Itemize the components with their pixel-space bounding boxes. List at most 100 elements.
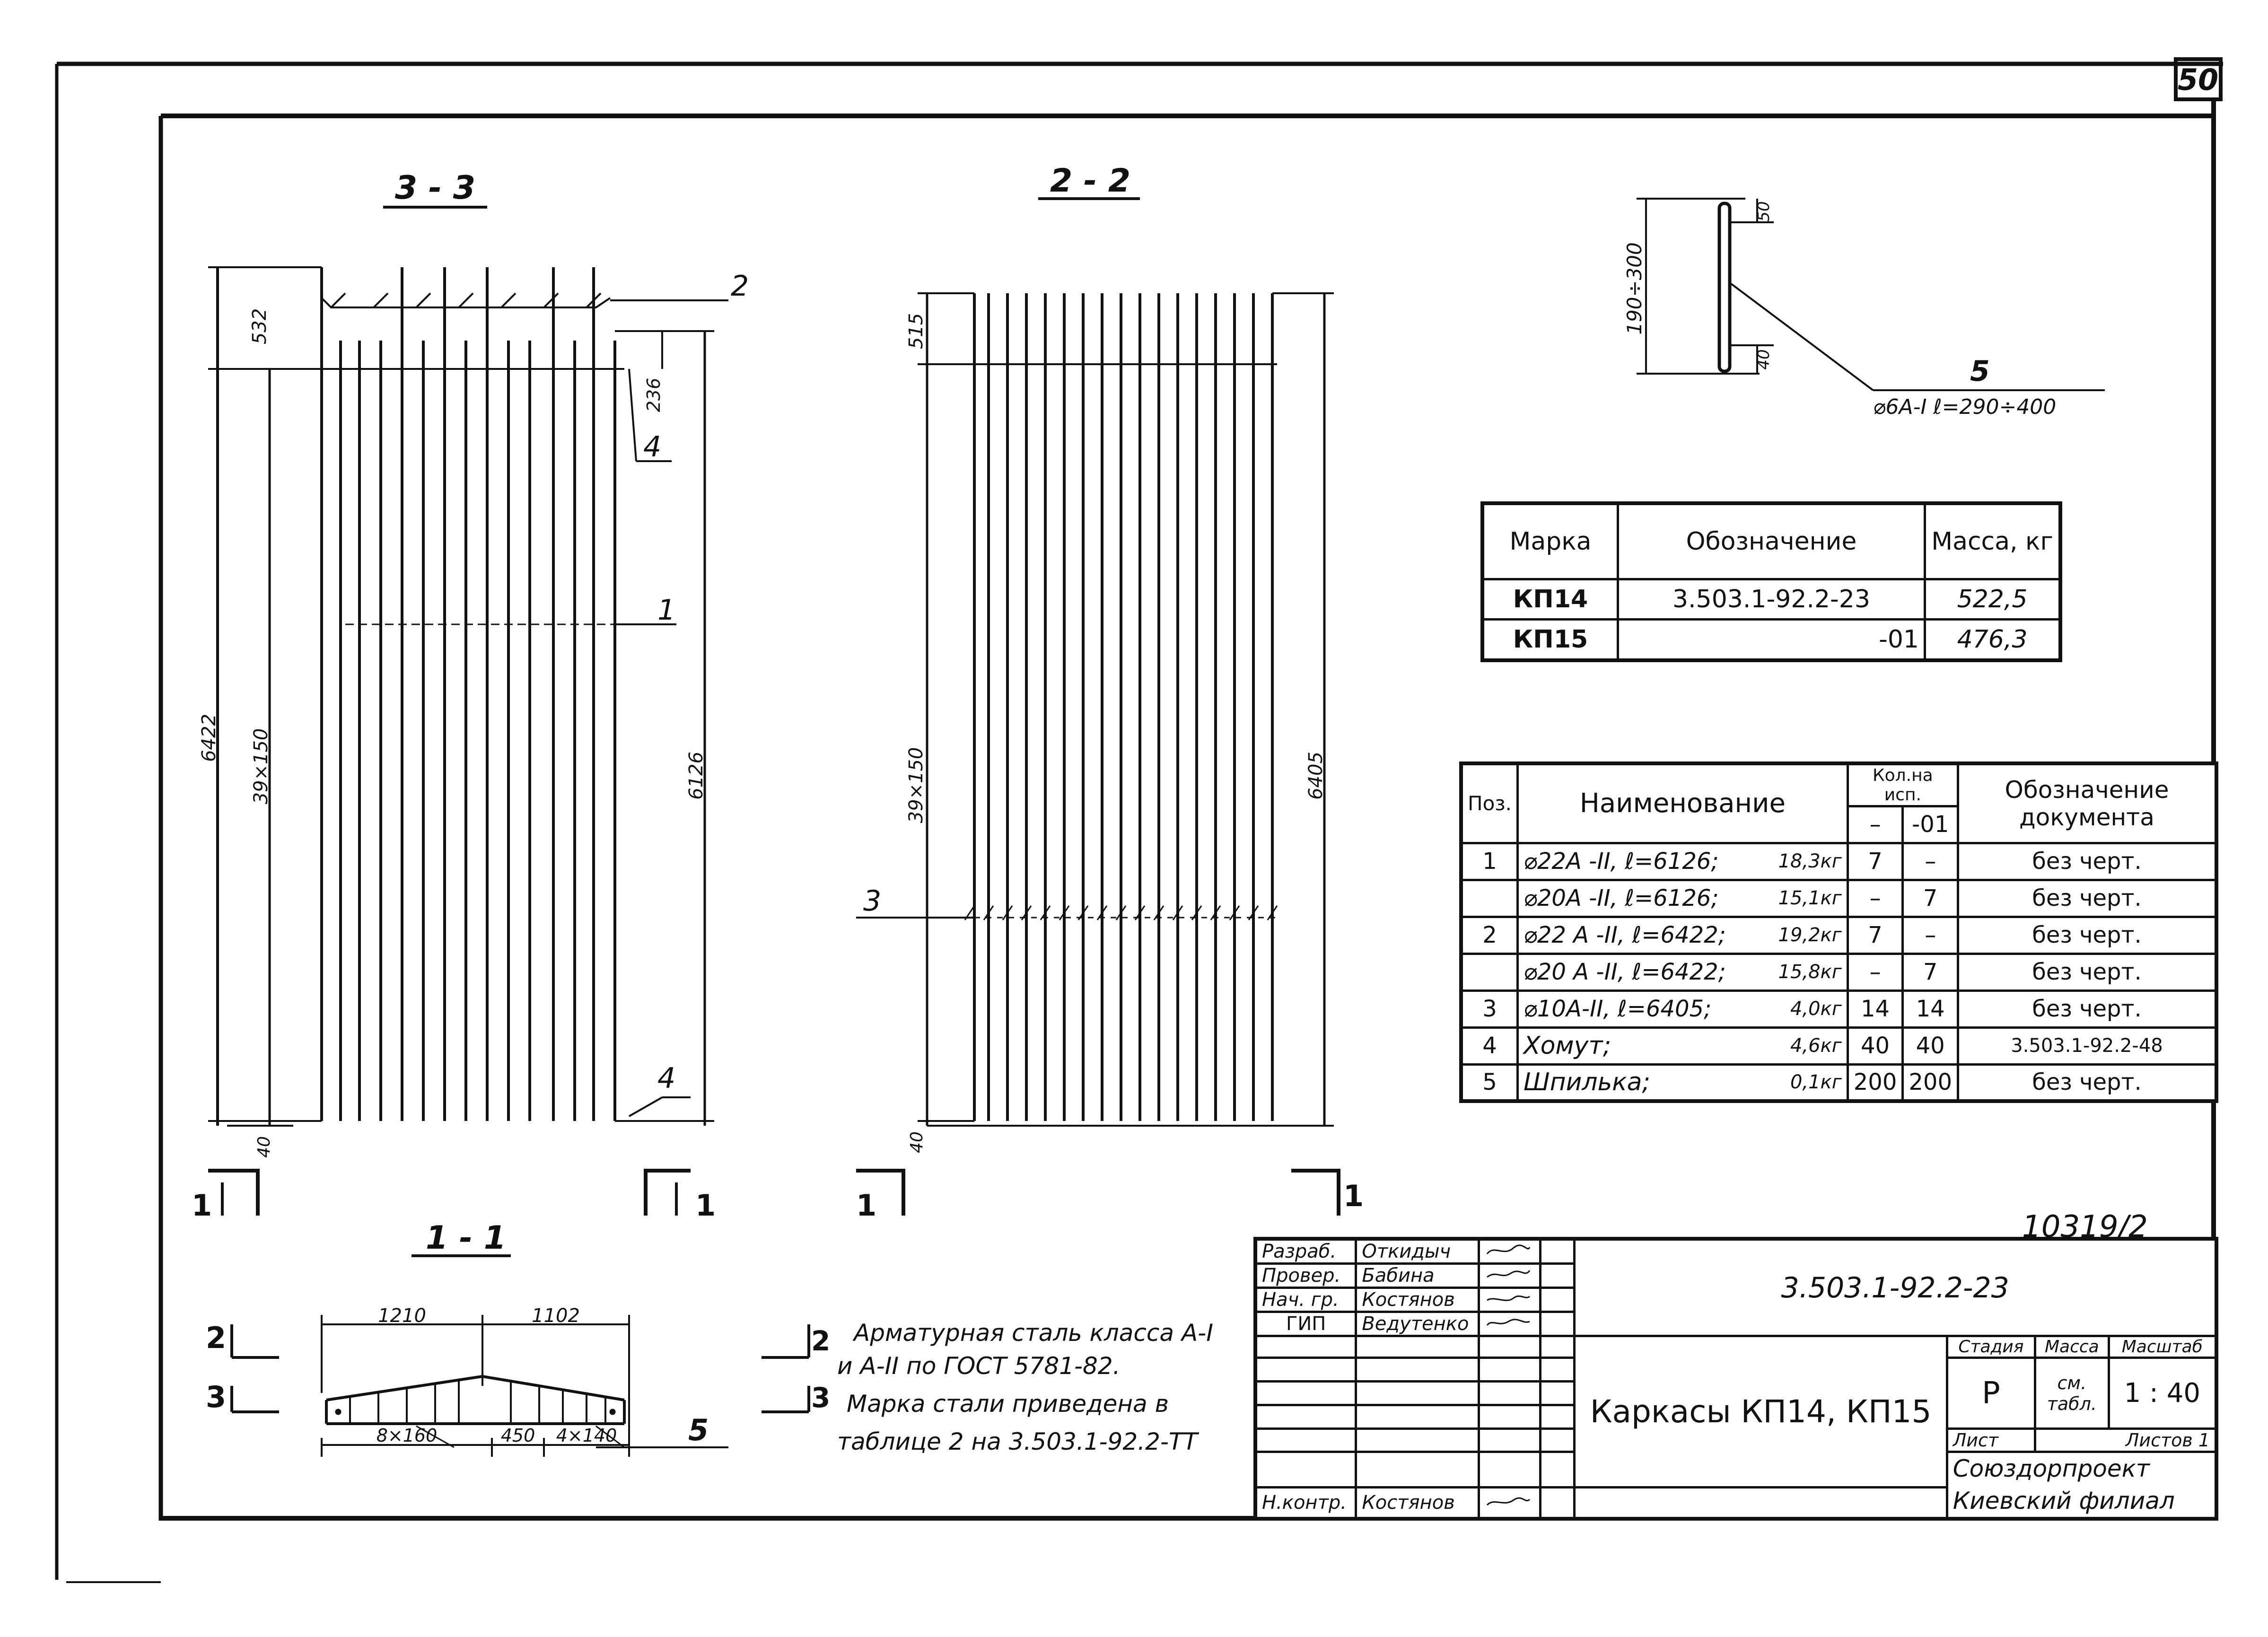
spec-mass: 0,1кг xyxy=(1762,1063,1849,1103)
spec-name: ⌀22 А -II, ℓ=6422; xyxy=(1516,915,1763,955)
dim-40: 40 xyxy=(254,1136,274,1158)
spec-header-qty-b: -01 xyxy=(1901,805,1959,844)
mass-cell: -01 xyxy=(1617,618,1926,662)
pin-spec: ⌀6А-I ℓ=290÷400 xyxy=(1873,395,2056,419)
org-line-2: Киевский филиал xyxy=(1953,1487,2175,1514)
note-2-text2: таблице 2 на 3.503.1-92.2-ТТ xyxy=(837,1428,1199,1455)
table-row: ⌀20А -II, ℓ=6126; 15,1кг – 7 без черт. xyxy=(1460,878,2218,918)
spec-qty-a: 200 xyxy=(1846,1063,1904,1103)
spec-qty-a: 7 xyxy=(1846,841,1904,881)
spec-mass: 19,2кг xyxy=(1762,915,1849,955)
mass-header-designation: Обозначение xyxy=(1617,502,1926,580)
spec-name: Хомут; xyxy=(1516,1026,1763,1066)
dim-40-b: 40 xyxy=(907,1131,927,1153)
role-label: ГИП xyxy=(1254,1311,1357,1337)
spec-doc: без черт. xyxy=(1957,989,2218,1029)
mass-cell: КП14 xyxy=(1481,578,1619,621)
stage-value: Р xyxy=(1945,1357,2037,1430)
signature xyxy=(1478,1486,1541,1520)
spec-name: ⌀20 А -II, ℓ=6422; xyxy=(1516,952,1763,992)
spec-pos: 4 xyxy=(1460,1026,1519,1066)
dim-8x160: 8×160 xyxy=(377,1425,438,1446)
role-name: Костянов xyxy=(1355,1287,1480,1313)
spec-pos: 5 xyxy=(1460,1063,1519,1103)
spec-qty-b: 7 xyxy=(1901,878,1959,918)
dim-450: 450 xyxy=(501,1425,535,1446)
table-row: 5 Шпилька; 0,1кг 200 200 без черт. xyxy=(1460,1063,2218,1103)
signature xyxy=(1478,1287,1541,1313)
spec-qty-b: – xyxy=(1901,915,1959,955)
spec-mass: 15,1кг xyxy=(1762,878,1849,918)
section-2-2 xyxy=(856,292,1334,1127)
mass-cell: КП15 xyxy=(1481,618,1619,662)
pos-label-1: 1 xyxy=(657,594,675,627)
spec-mass: 18,3кг xyxy=(1762,841,1849,881)
table-row: КП14 3.503.1-92.2-23 522,5 xyxy=(1481,578,2062,621)
pin-dim-bottom: 40 xyxy=(1754,349,1773,369)
spec-header-qty-a: – xyxy=(1846,805,1904,844)
organization: Союздорпроект Киевский филиал xyxy=(1945,1451,2218,1520)
dim-1102: 1102 xyxy=(532,1305,580,1327)
role-name: Бабина xyxy=(1355,1262,1480,1289)
section-3-3-title: 3 - 3 xyxy=(395,169,475,207)
spec-qty-a: – xyxy=(1846,878,1904,918)
doc-code: 3.503.1-92.2-23 xyxy=(1573,1237,2218,1337)
org-line-1: Союздорпроект xyxy=(1953,1455,2150,1482)
spec-pos: 1 xyxy=(1460,841,1519,881)
spec-mass: 15,8кг xyxy=(1762,952,1849,992)
spec-doc: без черт. xyxy=(1957,841,2218,881)
stage-label: Стадия xyxy=(1945,1335,2037,1359)
cut-mark-1d: 1 xyxy=(1343,1179,1364,1213)
pos-label-4b: 4 xyxy=(657,1062,675,1095)
pos-label-5: 5 xyxy=(688,1413,709,1447)
role-label: Разраб. xyxy=(1254,1237,1357,1265)
table-row: КП15 -01 476,3 xyxy=(1481,618,2062,662)
spec-table: Поз. Наименование Кол.на исп. Обозначени… xyxy=(1459,762,2218,1103)
spec-doc: 3.503.1-92.2-48 xyxy=(1957,1026,2218,1066)
dim-1210: 1210 xyxy=(378,1305,426,1327)
spec-pos xyxy=(1460,878,1519,918)
spec-mass: 4,6кг xyxy=(1762,1026,1849,1066)
cut-label-2: 2 xyxy=(206,1321,226,1355)
dim-39x150-b: 39×150 xyxy=(905,747,927,823)
role-name: Ведутенко xyxy=(1355,1311,1480,1337)
section-2-2-title: 2 - 2 xyxy=(1050,162,1130,200)
dim-532: 532 xyxy=(249,308,271,344)
cut-mark-1a: 1 xyxy=(192,1188,212,1223)
dim-515: 515 xyxy=(905,313,927,349)
table-row: 4 Хомут; 4,6кг 40 40 3.503.1-92.2-48 xyxy=(1460,1026,2218,1066)
spec-qty-a: 14 xyxy=(1846,989,1904,1029)
sheets-count: Листов 1 xyxy=(2034,1427,2218,1453)
table-row: 3 ⌀10А-II, ℓ=6405; 4,0кг 14 14 без черт. xyxy=(1460,989,2218,1029)
note-1-text2: и А-II по ГОСТ 5781-82. xyxy=(837,1352,1121,1380)
mass-header-mark: Марка xyxy=(1481,502,1619,580)
pos-label-4: 4 xyxy=(643,430,661,464)
spec-pos xyxy=(1460,952,1519,992)
cut-mark-1b: 1 xyxy=(695,1188,716,1223)
mass-value: см. табл. xyxy=(2034,1357,2110,1430)
spec-name: ⌀10А-II, ℓ=6405; xyxy=(1516,989,1763,1029)
dim-6422: 6422 xyxy=(198,714,220,762)
table-row: 2 ⌀22 А -II, ℓ=6422; 19,2кг 7 – без черт… xyxy=(1460,915,2218,955)
role-label: Провер. xyxy=(1254,1262,1357,1289)
spec-qty-b: 14 xyxy=(1901,989,1959,1029)
cut-label-3: 3 xyxy=(206,1380,226,1414)
spec-qty-b: – xyxy=(1901,841,1959,881)
spec-qty-b: 40 xyxy=(1901,1026,1959,1066)
mass-cell: 3.503.1-92.2-23 xyxy=(1617,578,1926,621)
role-name: Костянов xyxy=(1355,1486,1480,1520)
spec-pos: 2 xyxy=(1460,915,1519,955)
dim-39x150: 39×150 xyxy=(250,728,272,805)
spec-qty-a: 40 xyxy=(1846,1026,1904,1066)
scale-label: Масштаб xyxy=(2107,1335,2218,1359)
cut-marks xyxy=(208,1169,1340,1216)
mass-cell: 476,3 xyxy=(1924,618,2062,662)
spec-doc: без черт. xyxy=(1957,952,2218,992)
section-1-1-title: 1 - 1 xyxy=(426,1219,506,1257)
role-label: Н.контр. xyxy=(1254,1486,1357,1520)
spec-header-pos: Поз. xyxy=(1460,762,1519,844)
spec-qty-b: 7 xyxy=(1901,952,1959,992)
note-2-num: 3 xyxy=(811,1382,830,1414)
spec-name: ⌀20А -II, ℓ=6126; xyxy=(1516,878,1763,918)
